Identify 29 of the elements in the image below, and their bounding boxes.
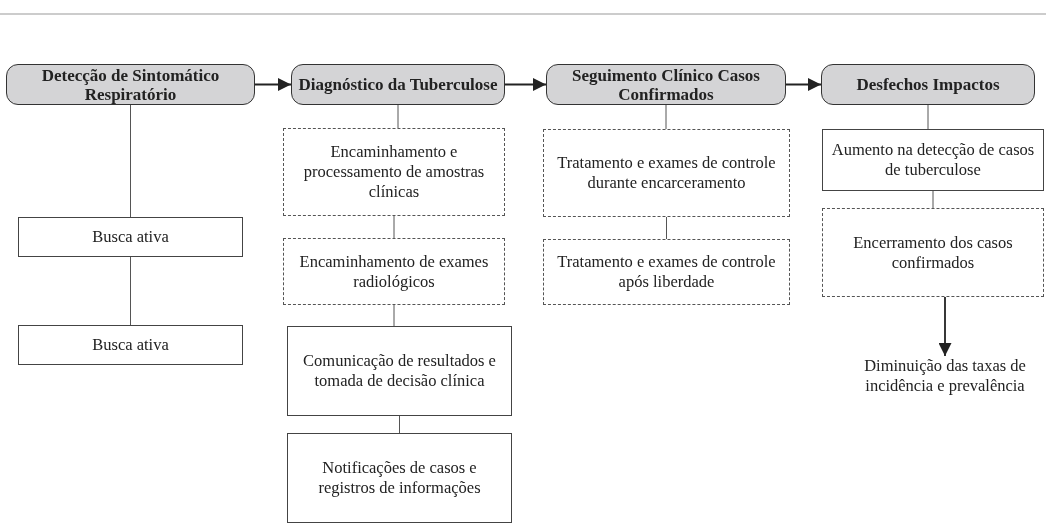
connector-line	[932, 190, 934, 209]
connector-line	[665, 104, 667, 130]
process-box: Encaminhamento de exames radiológicos	[283, 238, 505, 305]
connector-line	[397, 104, 399, 129]
arrow	[504, 78, 547, 91]
connector-line	[130, 256, 131, 326]
arrow	[254, 78, 292, 91]
process-box: Busca ativa	[18, 325, 243, 365]
process-box: Tratamento e exames de controle após liberdade	[543, 239, 790, 305]
stage-box: Diagnóstico da Tuberculose	[291, 64, 505, 105]
outcome-text: Diminuição das taxas de incidência e prevalência	[850, 356, 1040, 422]
connector-line	[130, 104, 131, 218]
connector-line	[399, 415, 400, 434]
connector-line	[927, 104, 929, 130]
process-box: Comunicação de resultados e tomada de decisão clínica	[287, 326, 512, 416]
arrow	[938, 296, 952, 357]
process-box: Busca ativa	[18, 217, 243, 257]
process-box: Encaminhamento e processamento de amostras clínicas	[283, 128, 505, 216]
process-box: Encerramento dos casos confirmados	[822, 208, 1044, 297]
process-box: Aumento na detecção de casos de tuberculose	[822, 129, 1044, 191]
process-box: Notificações de casos e registros de informações	[287, 433, 512, 523]
process-box: Tratamento e exames de controle durante encarceramento	[543, 129, 790, 217]
arrow	[785, 78, 822, 91]
connector-line	[393, 304, 395, 327]
connector-line	[666, 216, 667, 240]
stage-box: Seguimento Clínico Casos Confirmados	[546, 64, 786, 105]
stage-box: Detecção de Sintomático Respiratório	[6, 64, 255, 105]
connector-line	[393, 215, 395, 239]
stage-box: Desfechos Impactos	[821, 64, 1035, 105]
